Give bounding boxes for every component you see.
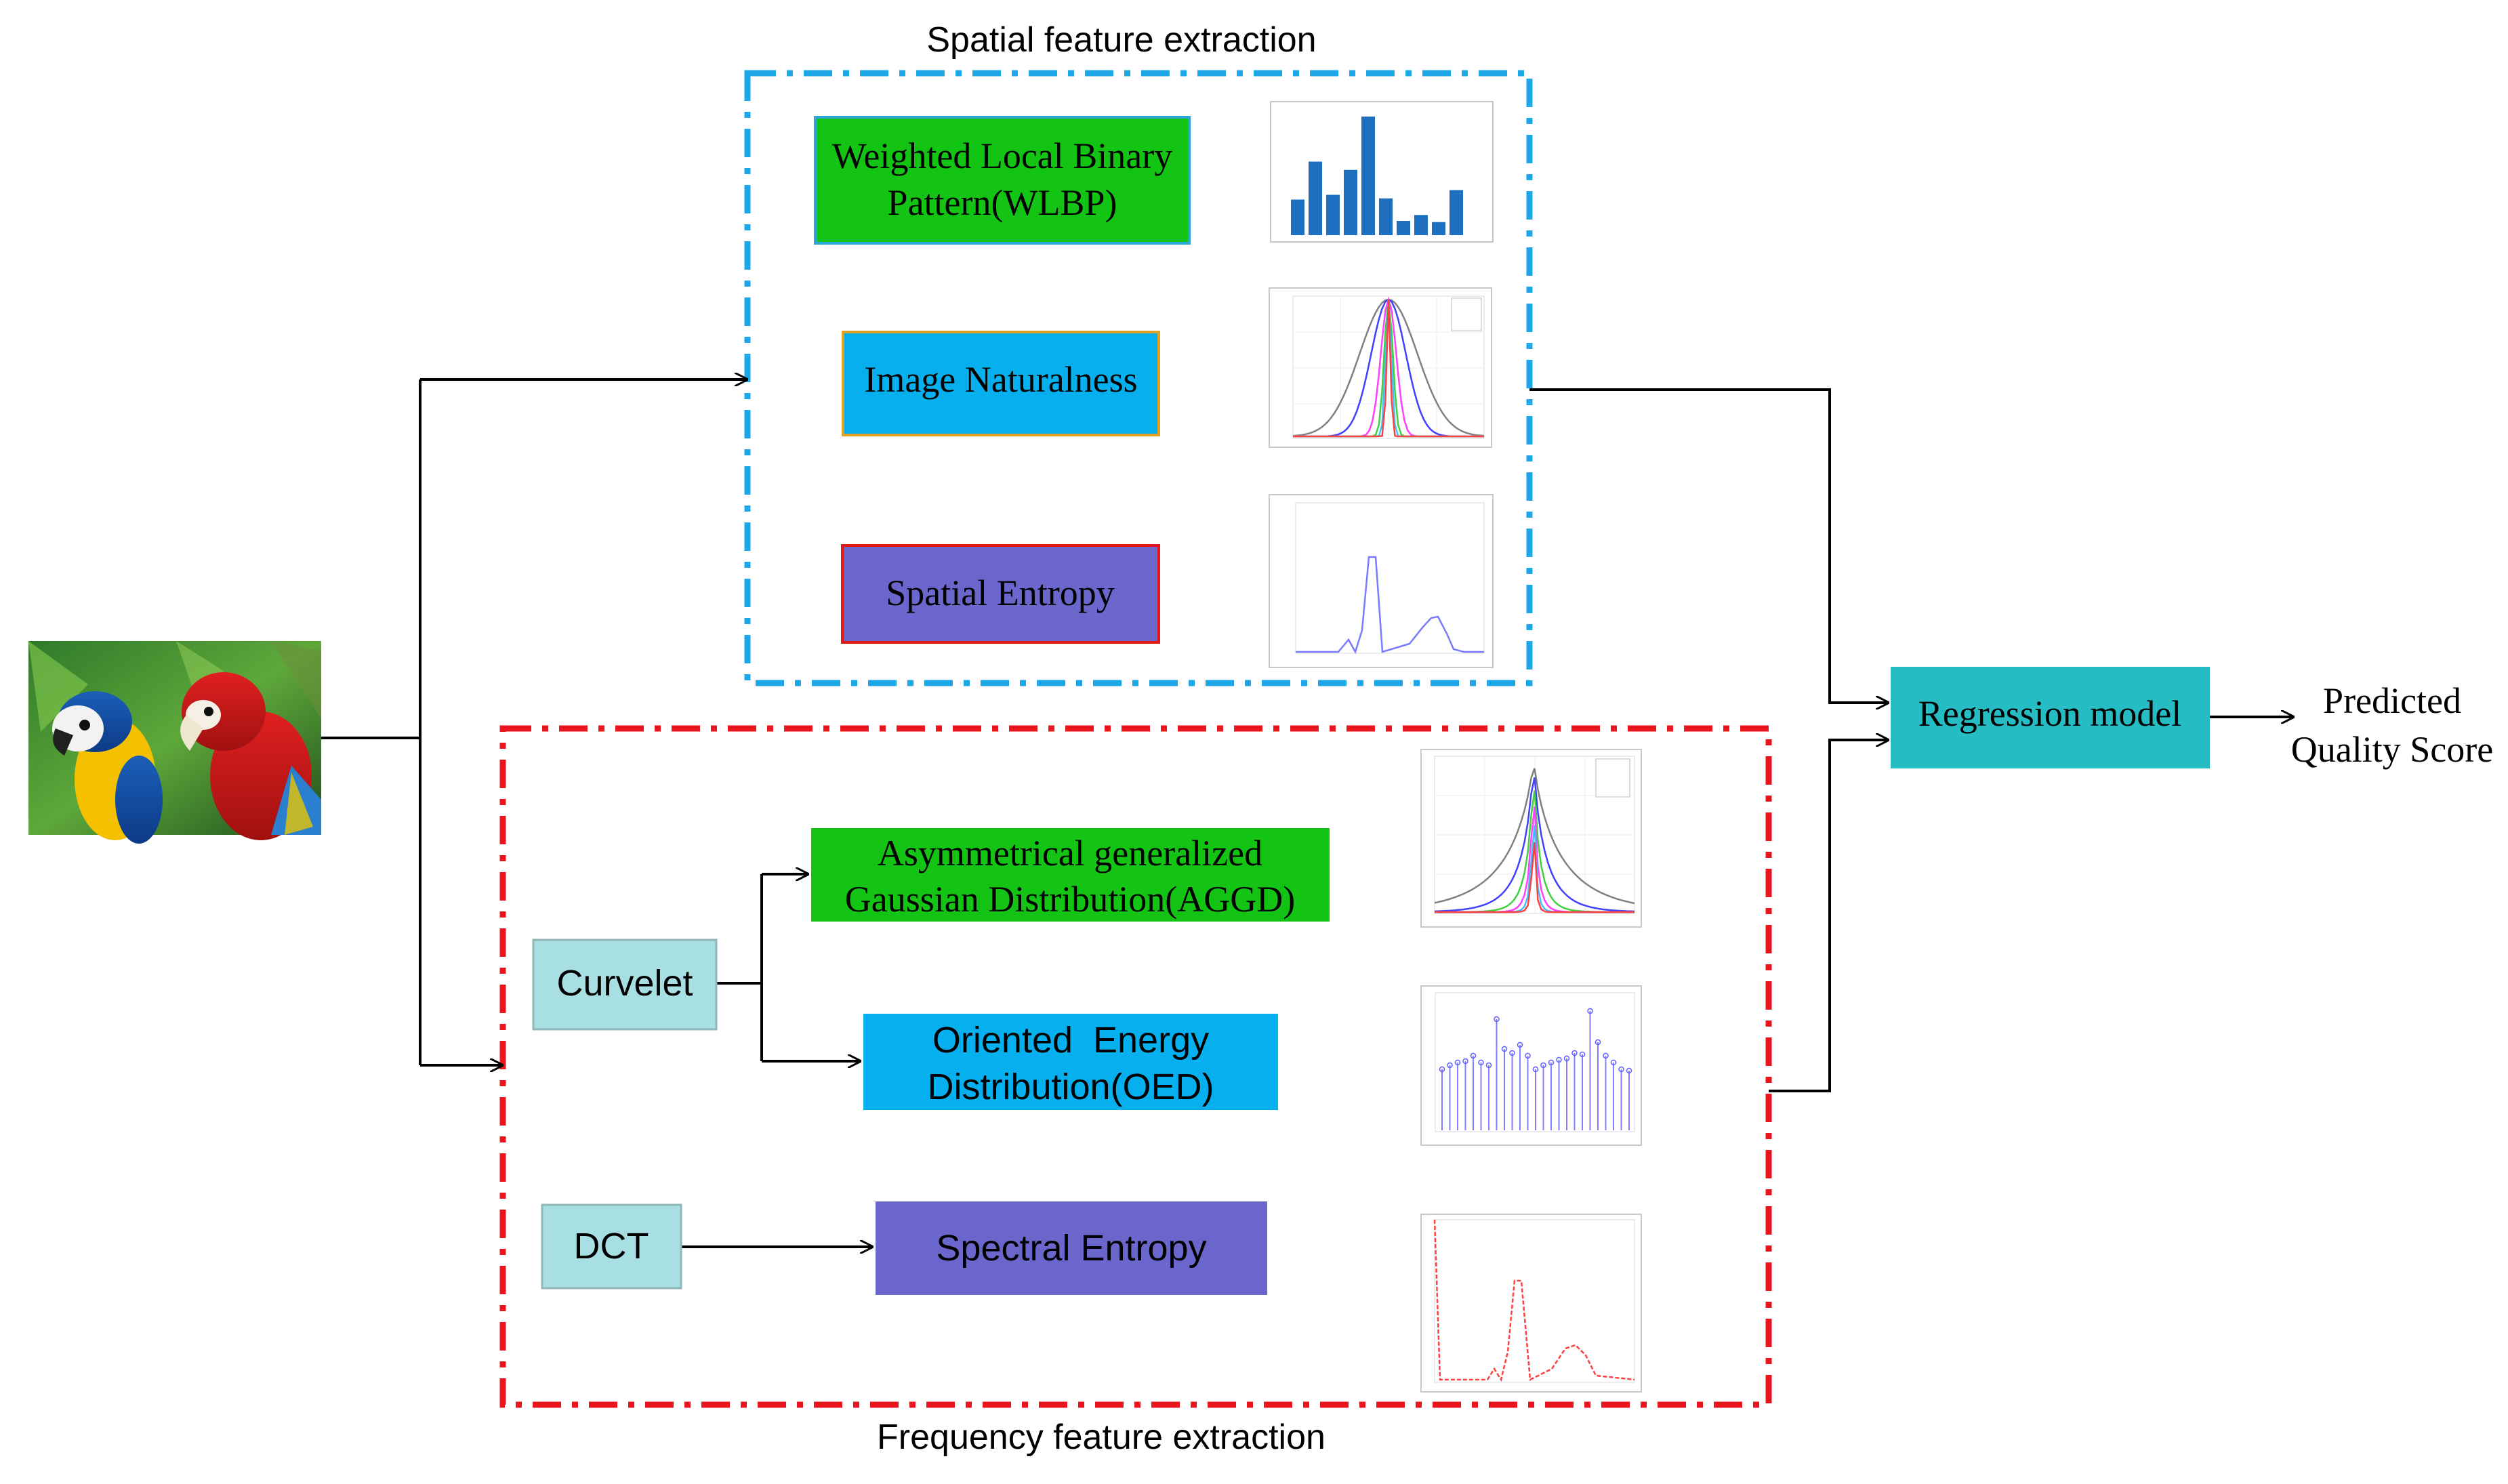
oed-stem-marker (1556, 1056, 1562, 1063)
regression-model-label: Regression model (1918, 693, 2181, 734)
oed-stem-marker (1626, 1067, 1632, 1074)
output-label-line1: Predicted (2323, 680, 2461, 721)
oed-stem-marker (1618, 1066, 1624, 1073)
wlbp-bar (1326, 194, 1340, 235)
spectral-entropy-plot-thumbnail (1420, 1214, 1642, 1393)
oed-stem-marker (1485, 1062, 1492, 1069)
naturalness-curves-thumbnail (1269, 287, 1492, 448)
oed-stem-marker (1462, 1058, 1468, 1065)
oed-stem-marker (1595, 1039, 1601, 1046)
spectral-entropy-box (876, 1201, 1267, 1295)
oed-stem-marker (1571, 1050, 1578, 1056)
oed-stem-marker (1494, 1016, 1500, 1023)
naturalness-curve-lines (1292, 296, 1485, 438)
oed-stem-marks (1439, 1008, 1632, 1130)
aggd-curves-thumbnail (1420, 749, 1642, 928)
oed-label-line2: Distribution(OED) (927, 1067, 1214, 1107)
frequency-group-title: Frequency feature extraction (877, 1418, 1325, 1457)
oed-stem-marker (1532, 1066, 1539, 1073)
oed-stem-marker (1439, 1066, 1445, 1073)
wlbp-bar (1344, 169, 1357, 235)
spatial-entropy-line (1296, 556, 1484, 655)
aggd-box (811, 828, 1330, 922)
spatial-entropy-plot-thumbnail (1269, 494, 1494, 668)
oed-stem-marker (1603, 1052, 1609, 1059)
oed-stem-marker (1548, 1059, 1555, 1066)
oed-stem-marker (1454, 1059, 1461, 1066)
wlbp-box (814, 116, 1191, 245)
naturalness-gridlines (1293, 296, 1484, 438)
wlbp-bar (1379, 198, 1393, 235)
spatial-entropy-label: Spatial Entropy (886, 573, 1114, 613)
wlbp-histogram-thumbnail (1270, 101, 1494, 243)
spatial-entropy-box (841, 544, 1160, 644)
oed-stem-marker (1563, 1055, 1570, 1062)
wlbp-label-line2: Pattern(WLBP) (888, 182, 1117, 223)
aggd-label-line1: Asymmetrical generalized (878, 833, 1262, 873)
wlbp-bar (1361, 117, 1375, 235)
aggd-curve (1434, 768, 1635, 905)
oed-stem-marker (1579, 1051, 1586, 1058)
oed-box (863, 1014, 1278, 1110)
oed-stem-marker (1610, 1059, 1617, 1066)
naturalness-curve (1293, 299, 1484, 438)
aggd-curve (1434, 777, 1635, 913)
input-photo (28, 641, 321, 844)
curvelet-box (532, 939, 718, 1031)
wlbp-bar (1414, 215, 1428, 235)
aggd-label-line2: Gaussian Distribution(AGGD) (845, 879, 1295, 920)
spectral-entropy-line (1433, 1219, 1635, 1382)
wlbp-bar (1432, 222, 1445, 235)
dct-box (541, 1203, 682, 1290)
oed-stem-marker (1470, 1052, 1477, 1059)
aggd-curve-lines (1434, 768, 1635, 913)
spatial-group-title: Spatial feature extraction (926, 20, 1316, 60)
oed-stem-marker (1501, 1046, 1508, 1052)
dct-label: DCT (574, 1226, 649, 1266)
image-naturalness-label: Image Naturalness (864, 359, 1137, 400)
oed-stem-marker (1587, 1008, 1593, 1014)
wlbp-histogram-bars (1291, 117, 1463, 235)
oed-stem-thumbnail (1420, 985, 1642, 1146)
wlbp-bar (1397, 221, 1410, 235)
oed-stem-marker (1509, 1050, 1515, 1056)
naturalness-legend (1451, 297, 1482, 331)
wlbp-label-line1: Weighted Local Binary (832, 136, 1172, 176)
image-naturalness-box (842, 331, 1160, 436)
oed-stem-marker (1540, 1062, 1546, 1069)
wlbp-bar (1309, 161, 1322, 235)
aggd-curve (1435, 842, 1635, 913)
connectors (321, 379, 2294, 1247)
wlbp-bar (1450, 190, 1463, 235)
curvelet-label: Curvelet (556, 963, 693, 1004)
oed-stem-marker (1447, 1062, 1453, 1069)
wlbp-bar (1291, 199, 1304, 235)
oed-label-line1: Oriented Energy (932, 1020, 1209, 1060)
aggd-legend (1595, 758, 1630, 798)
regression-model-box (1891, 667, 2210, 768)
oed-stem-marker (1478, 1059, 1484, 1066)
output-label-line2: Quality Score (2291, 729, 2493, 770)
oed-stem-marker (1525, 1052, 1531, 1059)
oed-stem-marker (1517, 1042, 1523, 1048)
spectral-entropy-label: Spectral Entropy (936, 1228, 1206, 1269)
